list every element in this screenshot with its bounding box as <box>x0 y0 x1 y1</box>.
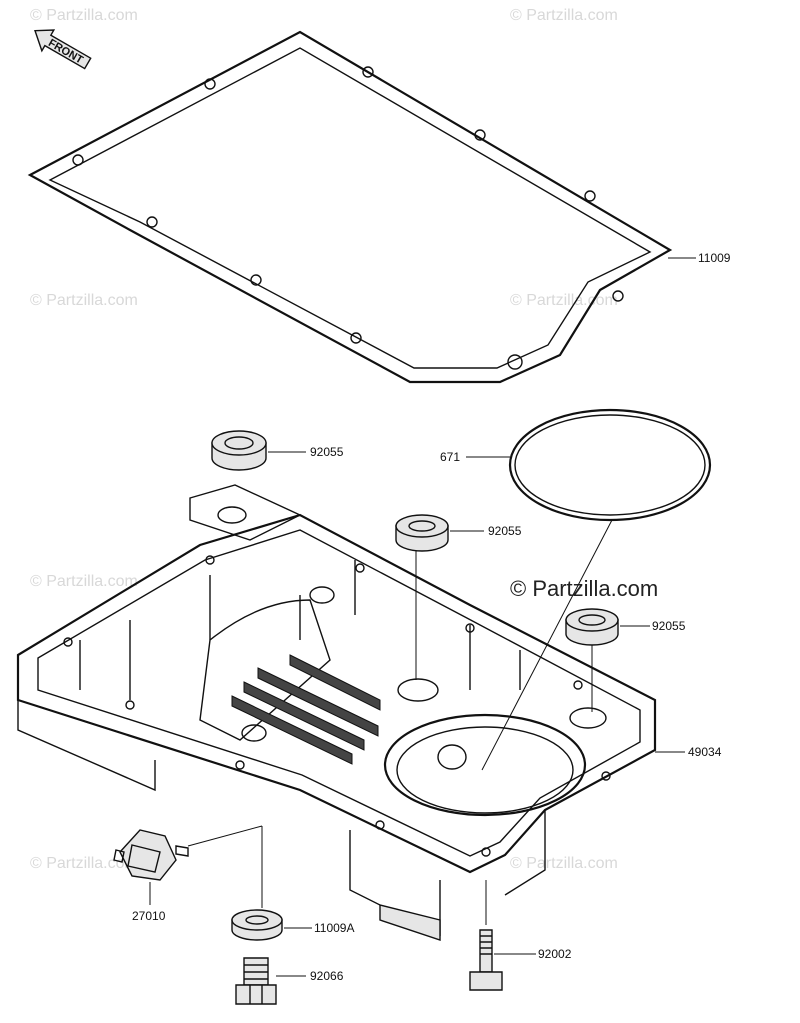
front-label: FRONT <box>46 37 85 66</box>
watermark-mid-left: © Partzilla.com <box>30 292 138 309</box>
strainer-bowl <box>383 713 587 817</box>
gasket-bolt-hole <box>507 354 523 370</box>
part-label-671: 671 <box>440 450 460 464</box>
o-ring-671 <box>508 408 712 522</box>
gasket-bolt-hole <box>474 129 486 141</box>
part-label-92055-a: 92055 <box>310 445 344 459</box>
leader-27010-drop <box>187 825 263 847</box>
watermark-main: © Partzilla.com <box>510 576 658 601</box>
bolt-92002 <box>469 929 503 991</box>
oil-pressure-switch-27010 <box>113 829 189 881</box>
gasket-11009 <box>27 30 673 384</box>
gasket-bolt-hole <box>584 190 596 202</box>
gasket-bolt-hole <box>72 154 84 166</box>
front-arrow-icon: FRONT <box>34 29 92 70</box>
gasket-bolt-hole <box>612 290 624 302</box>
gasket-bolt-hole <box>146 216 158 228</box>
washer-92055-a <box>211 430 267 471</box>
oil-pan-49034 <box>16 484 657 941</box>
watermark-top-right: © Partzilla.com <box>510 7 618 24</box>
watermark-lower-left: © Partzilla.com <box>30 573 138 590</box>
part-label-49034: 49034 <box>688 745 722 759</box>
part-label-92002: 92002 <box>538 947 572 961</box>
gasket-bolt-hole <box>204 78 216 90</box>
gasket-bolt-hole <box>362 66 374 78</box>
part-label-27010: 27010 <box>132 909 166 923</box>
drain-plug-92066 <box>235 957 277 1005</box>
gasket-11009a <box>231 909 283 941</box>
gasket-bolt-hole <box>350 332 362 344</box>
o-ring-671-inner <box>514 414 706 516</box>
watermark-bottom-right: © Partzilla.com <box>510 855 618 872</box>
watermark-bottom-left: © Partzilla.com <box>30 855 138 872</box>
washer-92055-b <box>395 514 449 552</box>
gasket-bolt-hole <box>250 274 262 286</box>
part-label-11009a: 11009A <box>314 921 354 935</box>
watermark-top-left: © Partzilla.com <box>30 7 138 24</box>
part-label-92066: 92066 <box>310 969 344 983</box>
part-label-11009: 11009 <box>698 251 731 265</box>
part-label-92055-b: 92055 <box>488 524 522 538</box>
washer-92055-c <box>565 608 619 646</box>
part-label-92055-c: 92055 <box>652 619 686 633</box>
watermark-mid-right: © Partzilla.com <box>510 292 618 309</box>
